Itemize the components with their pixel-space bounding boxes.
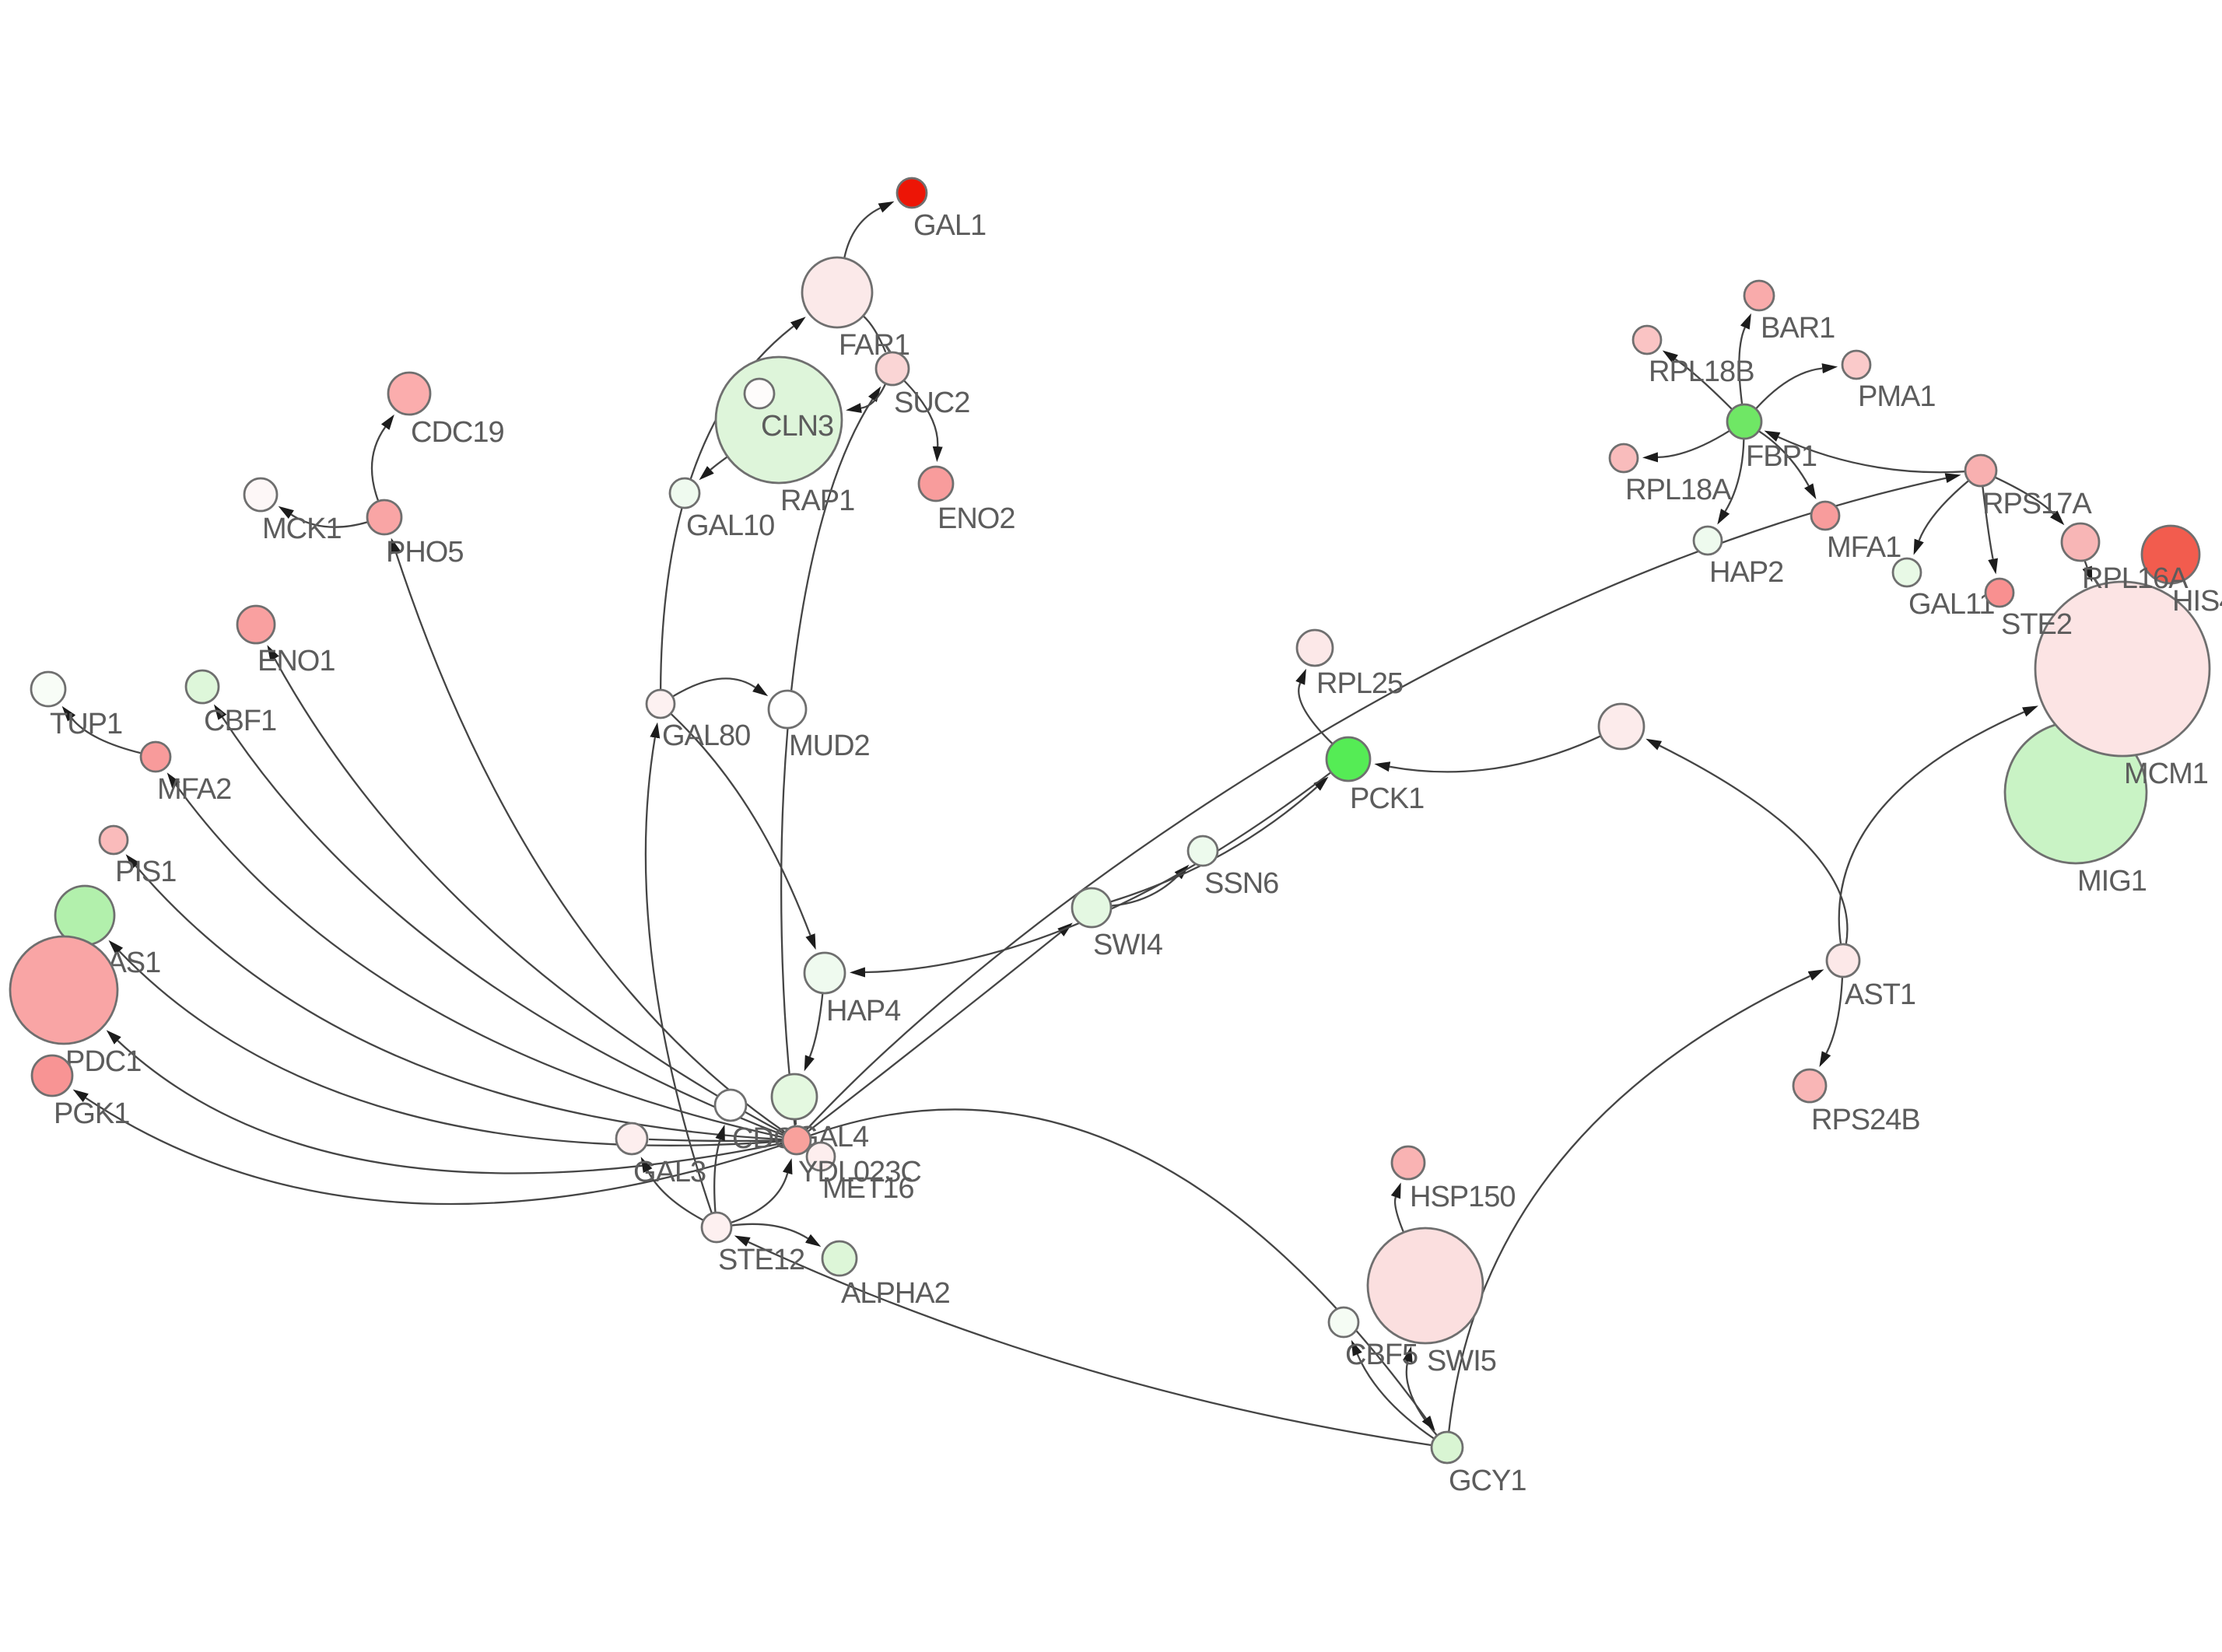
svg-text:STE2: STE2 [2001, 608, 2072, 641]
svg-text:TUP1: TUP1 [50, 708, 122, 740]
svg-text:GAL80: GAL80 [662, 719, 750, 752]
svg-text:PDC1: PDC1 [65, 1045, 141, 1078]
svg-text:AST1: AST1 [1845, 978, 1915, 1011]
svg-text:MIG1: MIG1 [2077, 865, 2147, 898]
svg-text:SWI4: SWI4 [1093, 929, 1163, 961]
svg-text:CBF1: CBF1 [204, 705, 276, 737]
svg-text:MFA2: MFA2 [157, 773, 231, 806]
svg-text:SSN6: SSN6 [1204, 867, 1278, 900]
svg-text:BAR1: BAR1 [1761, 312, 1835, 345]
svg-text:RPS17A: RPS17A [1982, 488, 2092, 520]
svg-text:STE12: STE12 [718, 1244, 804, 1276]
svg-text:MET16: MET16 [822, 1172, 913, 1205]
svg-text:HAP2: HAP2 [1709, 556, 1783, 589]
svg-text:HSP150: HSP150 [1410, 1181, 1516, 1213]
svg-text:HIS4: HIS4 [2172, 585, 2222, 618]
svg-text:PCK1: PCK1 [1350, 782, 1424, 815]
svg-text:PGK1: PGK1 [54, 1097, 129, 1130]
svg-text:ENO1: ENO1 [258, 645, 335, 677]
svg-text:HAP4: HAP4 [826, 995, 901, 1027]
svg-text:YDL023C: YDL023C [798, 1156, 921, 1188]
svg-text:RPL18B: RPL18B [1649, 355, 1754, 388]
svg-text:GAL10: GAL10 [686, 509, 774, 542]
svg-text:GCY1: GCY1 [1449, 1465, 1526, 1497]
svg-text:RPL25: RPL25 [1316, 667, 1403, 700]
svg-text:SWI5: SWI5 [1427, 1345, 1496, 1377]
svg-text:CBF5: CBF5 [1345, 1339, 1418, 1371]
svg-text:PIS1: PIS1 [115, 856, 176, 888]
svg-text:CDC19: CDC19 [411, 416, 504, 449]
svg-text:MFA1: MFA1 [1827, 531, 1901, 564]
svg-text:SUC2: SUC2 [894, 387, 969, 419]
svg-text:PMA1: PMA1 [1858, 380, 1935, 413]
svg-text:MUD2: MUD2 [789, 730, 870, 762]
svg-text:MCM1: MCM1 [2124, 758, 2208, 790]
svg-text:GAL11: GAL11 [1908, 588, 1994, 621]
svg-text:PHO5: PHO5 [386, 536, 463, 569]
svg-text:GAL3: GAL3 [633, 1156, 706, 1188]
svg-text:RPS24B: RPS24B [1811, 1104, 1920, 1136]
svg-text:GAL1: GAL1 [913, 209, 986, 242]
svg-text:FBP1: FBP1 [1746, 440, 1817, 473]
svg-text:ALPHA2: ALPHA2 [841, 1277, 950, 1310]
svg-text:RAP1: RAP1 [780, 485, 854, 517]
svg-text:RPL18A: RPL18A [1625, 474, 1732, 506]
svg-text:ENO2: ENO2 [938, 502, 1015, 535]
svg-text:CLN3: CLN3 [761, 410, 833, 443]
svg-text:RPL16A: RPL16A [2082, 562, 2189, 595]
svg-text:MCK1: MCK1 [262, 513, 342, 545]
